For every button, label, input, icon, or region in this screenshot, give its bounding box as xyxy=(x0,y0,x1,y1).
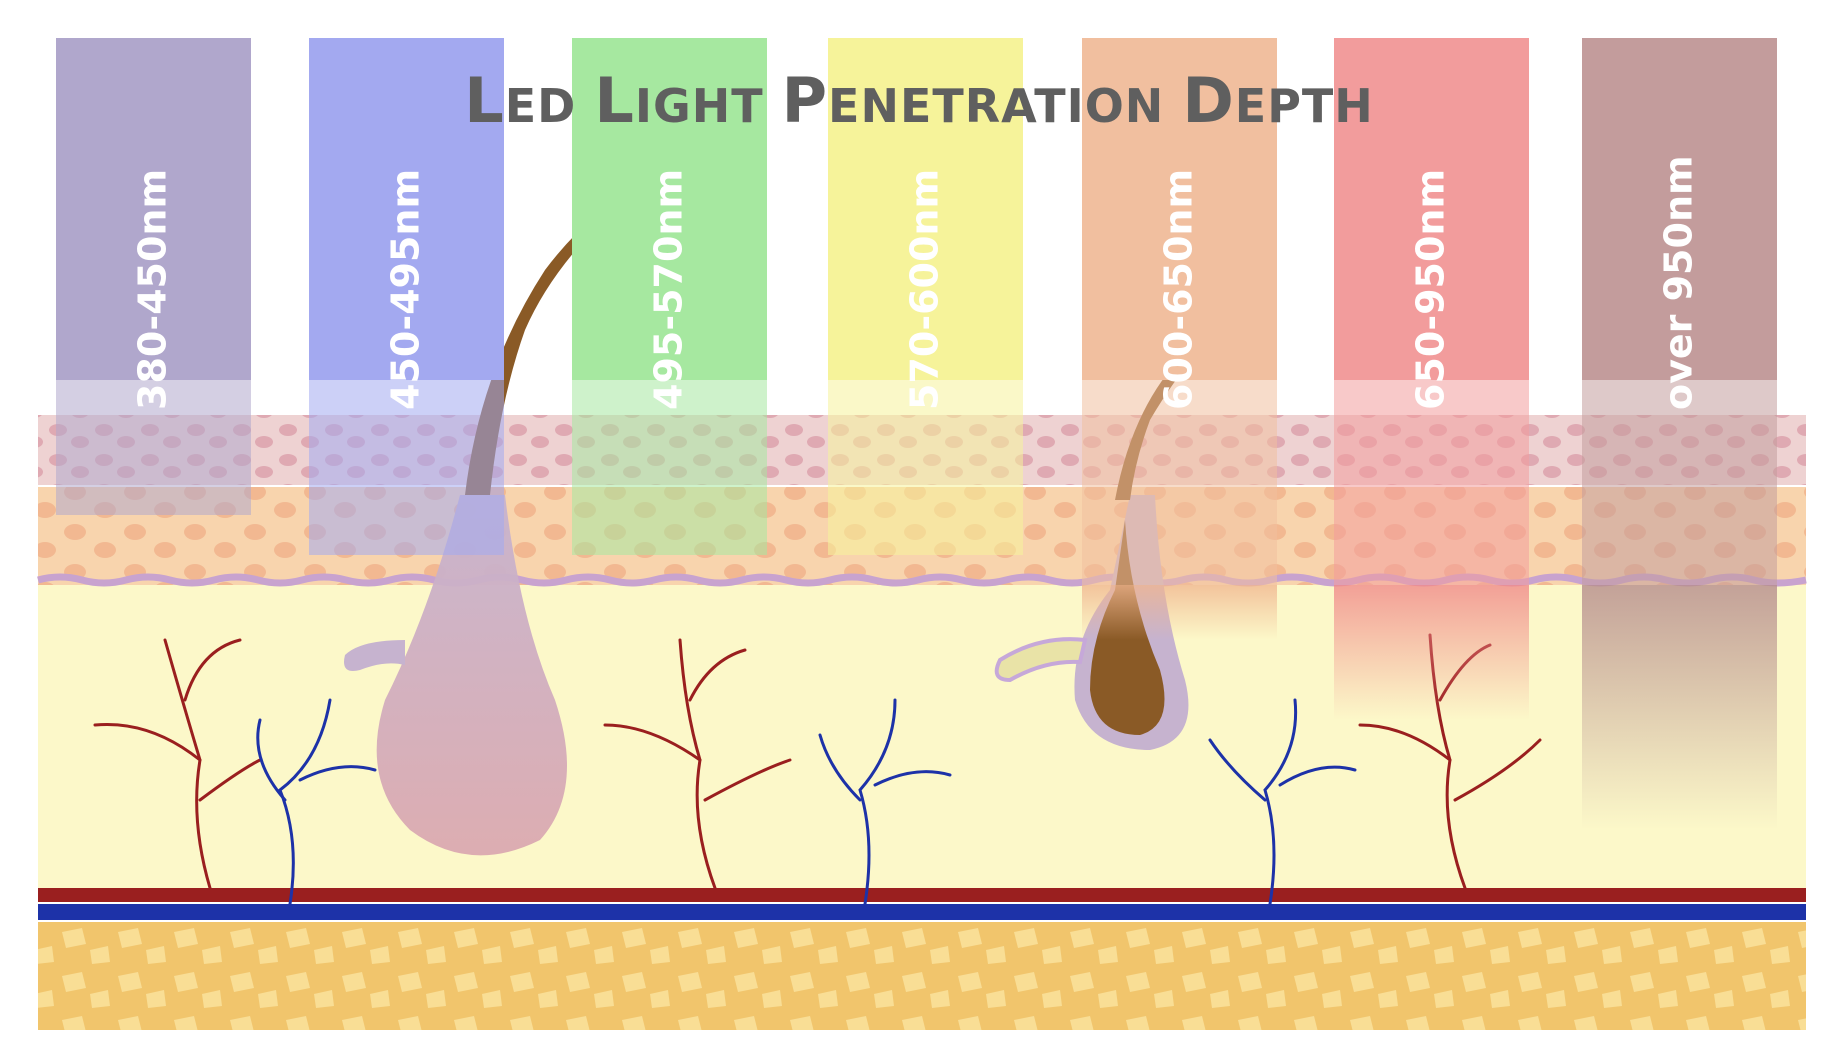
light-band-4 xyxy=(828,38,1023,380)
light-band-penetration-7 xyxy=(1582,380,1777,585)
light-band-penetration-1 xyxy=(56,380,251,515)
light-band-deep-6 xyxy=(1334,585,1529,720)
light-band-5 xyxy=(1082,38,1277,380)
light-band-penetration-4 xyxy=(828,380,1023,555)
band-label-4: 570-600nm xyxy=(903,169,947,410)
light-band-3 xyxy=(572,38,767,380)
follicle-bulb xyxy=(376,495,567,856)
light-band-2 xyxy=(309,38,504,380)
dermis-layer xyxy=(38,585,1806,890)
sebaceous-gland xyxy=(344,640,405,671)
light-band-penetration-3 xyxy=(572,380,767,555)
artery-branch xyxy=(93,638,262,890)
light-bands: 380-450nm 450-495nm 495-570nm 570-600nm 600-… xyxy=(56,38,1777,830)
vein-branch xyxy=(1208,698,1357,906)
band-label-5: 600-650nm xyxy=(1157,169,1201,410)
artery-line xyxy=(38,888,1806,902)
light-band-penetration-5 xyxy=(1082,380,1277,585)
light-band-6 xyxy=(1334,38,1529,380)
light-band-deep-7 xyxy=(1582,585,1777,830)
light-band-penetration-2 xyxy=(309,380,504,555)
band-label-1: 380-450nm xyxy=(131,169,175,410)
band-label-2: 450-495nm xyxy=(384,169,428,410)
vein-line xyxy=(38,904,1806,920)
capillaries xyxy=(93,633,1542,906)
band-label-6: 650-950nm xyxy=(1409,169,1453,410)
vein-branch xyxy=(818,698,952,906)
artery-branch xyxy=(603,638,792,890)
sebaceous-gland xyxy=(994,637,1088,683)
light-band-1 xyxy=(56,38,251,380)
vein-branch xyxy=(256,698,377,906)
light-band-7 xyxy=(1582,38,1777,380)
band-label-3: 495-570nm xyxy=(647,169,691,410)
light-band-penetration-6 xyxy=(1334,380,1529,585)
light-band-deep-5 xyxy=(1082,585,1277,640)
subcutaneous-fat xyxy=(38,922,1806,1030)
band-label-7: over 950nm xyxy=(1657,155,1701,410)
